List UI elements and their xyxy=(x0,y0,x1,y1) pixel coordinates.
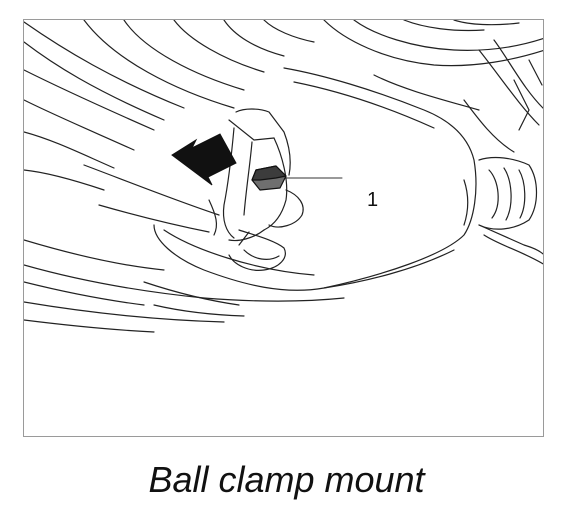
upper-body-panels xyxy=(24,20,315,191)
lower-underbody-lines xyxy=(24,239,345,333)
clamp-bracket xyxy=(222,108,304,271)
ball-clamp-illustration xyxy=(24,20,543,333)
upper-right-structure xyxy=(323,20,543,153)
clamp-nut xyxy=(251,165,287,191)
right-linkage xyxy=(463,156,543,265)
callout-label-1: 1 xyxy=(367,189,379,211)
illustration-frame: 1 xyxy=(23,19,544,437)
control-arm-plate xyxy=(153,67,477,291)
figure-caption: Ball clamp mount xyxy=(148,459,425,500)
pointer-arrow-icon xyxy=(171,133,237,186)
drive-shaft xyxy=(83,164,220,236)
